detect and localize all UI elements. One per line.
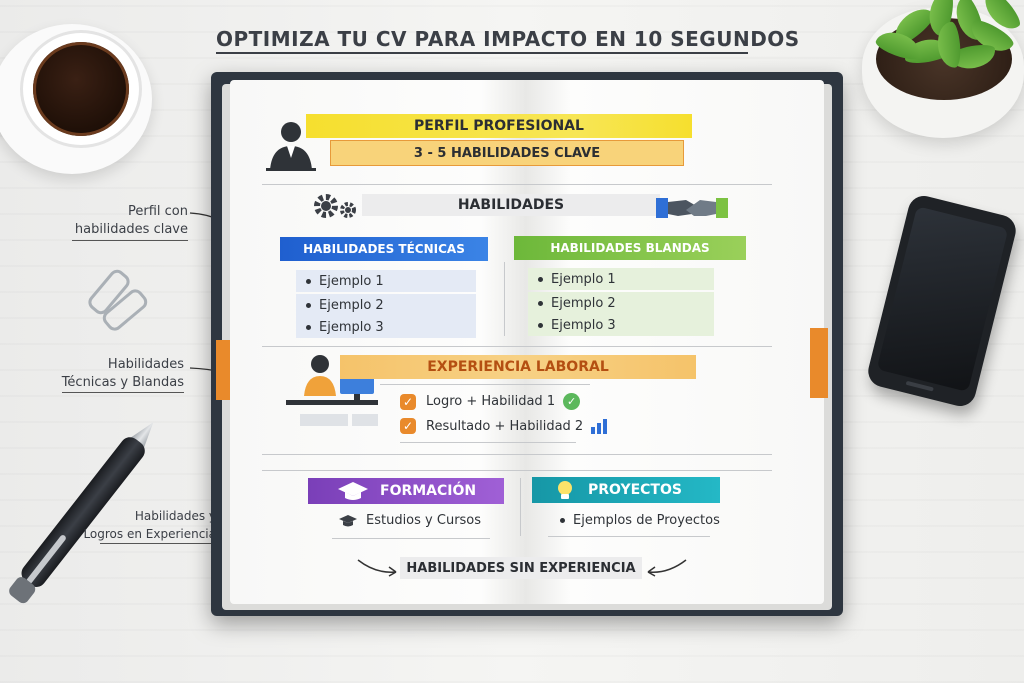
arrow-left-icon [647,559,687,577]
graduation-cap-icon [338,482,368,500]
bullet-icon [538,300,543,306]
divider [380,384,590,385]
list-item-text: Ejemplo 2 [319,297,384,313]
side-label-line: Logros en Experiencia [83,527,216,541]
bullet-icon [560,518,565,523]
checkbox-icon: ✓ [400,393,416,410]
tecnicas-list-item: Ejemplo 3 [296,316,476,338]
experiencia-title: EXPERIENCIA LABORAL [427,359,609,375]
side-label-underline [100,543,216,544]
page-title: OPTIMIZA TU CV PARA IMPACTO EN 10 SEGUND… [216,27,800,51]
side-label-experiencia: Habilidades y Logros en Experiencia [83,507,216,543]
bookmark-tab [216,340,230,400]
checkbox-icon: ✓ [400,418,416,434]
bookmark-tab [810,328,828,398]
bullet-icon [306,278,311,284]
side-label-line: habilidades clave [74,222,188,237]
bullet-icon [306,324,311,330]
formacion-item-text: Estudios y Cursos [366,513,482,528]
habilidades-title: HABILIDADES [457,197,565,213]
plant-leaves-icon [860,0,1024,100]
perfil-title: PERFIL PROFESIONAL [414,118,584,134]
blandas-list-item: Ejemplo 3 [528,314,714,336]
blandas-title: HABILIDADES BLANDAS [550,241,710,255]
side-label-line: Habilidades [107,357,184,372]
businessman-icon [266,122,316,171]
proyectos-item: Ejemplos de Proyectos [556,513,720,528]
habilidades-banner: HABILIDADES [362,194,660,216]
formacion-item: Estudios y Cursos [338,513,481,528]
list-item-text: Ejemplo 3 [551,317,616,333]
arrow-right-icon [357,559,397,577]
blandas-banner: HABILIDADES BLANDAS [514,236,746,260]
divider [262,184,772,185]
side-label-perfil: Perfil con habilidades clave [75,203,188,239]
handshake-icon [656,198,728,218]
graduation-cap-icon [339,514,357,526]
bullet-icon [538,276,543,282]
proyectos-item-text: Ejemplos de Proyectos [573,513,720,528]
side-label-underline [72,240,188,241]
side-label-tecnicas: Habilidades Técnicas y Blandas [62,356,184,392]
title-underline [216,52,748,54]
notebook-right-page [526,80,824,604]
divider [400,442,576,443]
divider [332,538,490,539]
tecnicas-title: HABILIDADES TÉCNICAS [303,242,465,256]
lightbulb-icon [558,481,572,499]
divider [262,470,772,471]
list-item-text: Logro + Habilidad 1 [426,394,556,409]
divider [548,536,710,537]
bar-chart-icon [591,419,608,434]
list-item-text: Ejemplo 2 [551,295,616,311]
sin-experiencia-title: HABILIDADES SIN EXPERIENCIA [406,560,636,576]
side-label-line: Técnicas y Blandas [61,375,184,390]
blandas-list-item: Ejemplo 2 [528,292,714,314]
gears-icon [314,194,356,218]
column-divider [504,262,505,336]
experiencia-list-item: ✓ Logro + Habilidad 1 ✓ [400,393,581,410]
list-item-text: Ejemplo 1 [319,273,384,289]
sin-experiencia-banner: HABILIDADES SIN EXPERIENCIA [400,557,642,579]
list-item-text: Ejemplo 3 [319,319,384,335]
blandas-list-item: Ejemplo 1 [528,268,714,290]
experiencia-banner: EXPERIENCIA LABORAL [340,355,696,379]
bullet-icon [538,322,543,328]
list-item-text: Resultado + Habilidad 2 [426,418,584,434]
column-divider [520,478,521,536]
side-label-line: Perfil con [128,204,188,219]
side-label-underline [62,392,184,393]
perfil-subtitle: 3 - 5 HABILIDADES CLAVE [413,145,601,161]
proyectos-banner: PROYECTOS [532,477,720,503]
tecnicas-banner: HABILIDADES TÉCNICAS [280,237,488,261]
green-check-icon: ✓ [563,393,581,410]
bullet-icon [306,302,311,308]
side-label-line: Habilidades y [134,509,216,523]
list-item-text: Ejemplo 1 [551,271,616,287]
proyectos-title: PROYECTOS [588,482,682,498]
formacion-title: FORMACIÓN [380,483,477,499]
perfil-subtitle-box: 3 - 5 HABILIDADES CLAVE [330,140,684,166]
experiencia-list-item: ✓ Resultado + Habilidad 2 [400,418,611,434]
tecnicas-list-item: Ejemplo 2 [296,294,476,316]
perfil-title-banner: PERFIL PROFESIONAL [306,114,692,138]
coffee [33,42,129,136]
tecnicas-list-item: Ejemplo 1 [296,270,476,292]
divider [262,346,772,347]
formacion-banner: FORMACIÓN [308,478,504,504]
divider [262,454,772,455]
